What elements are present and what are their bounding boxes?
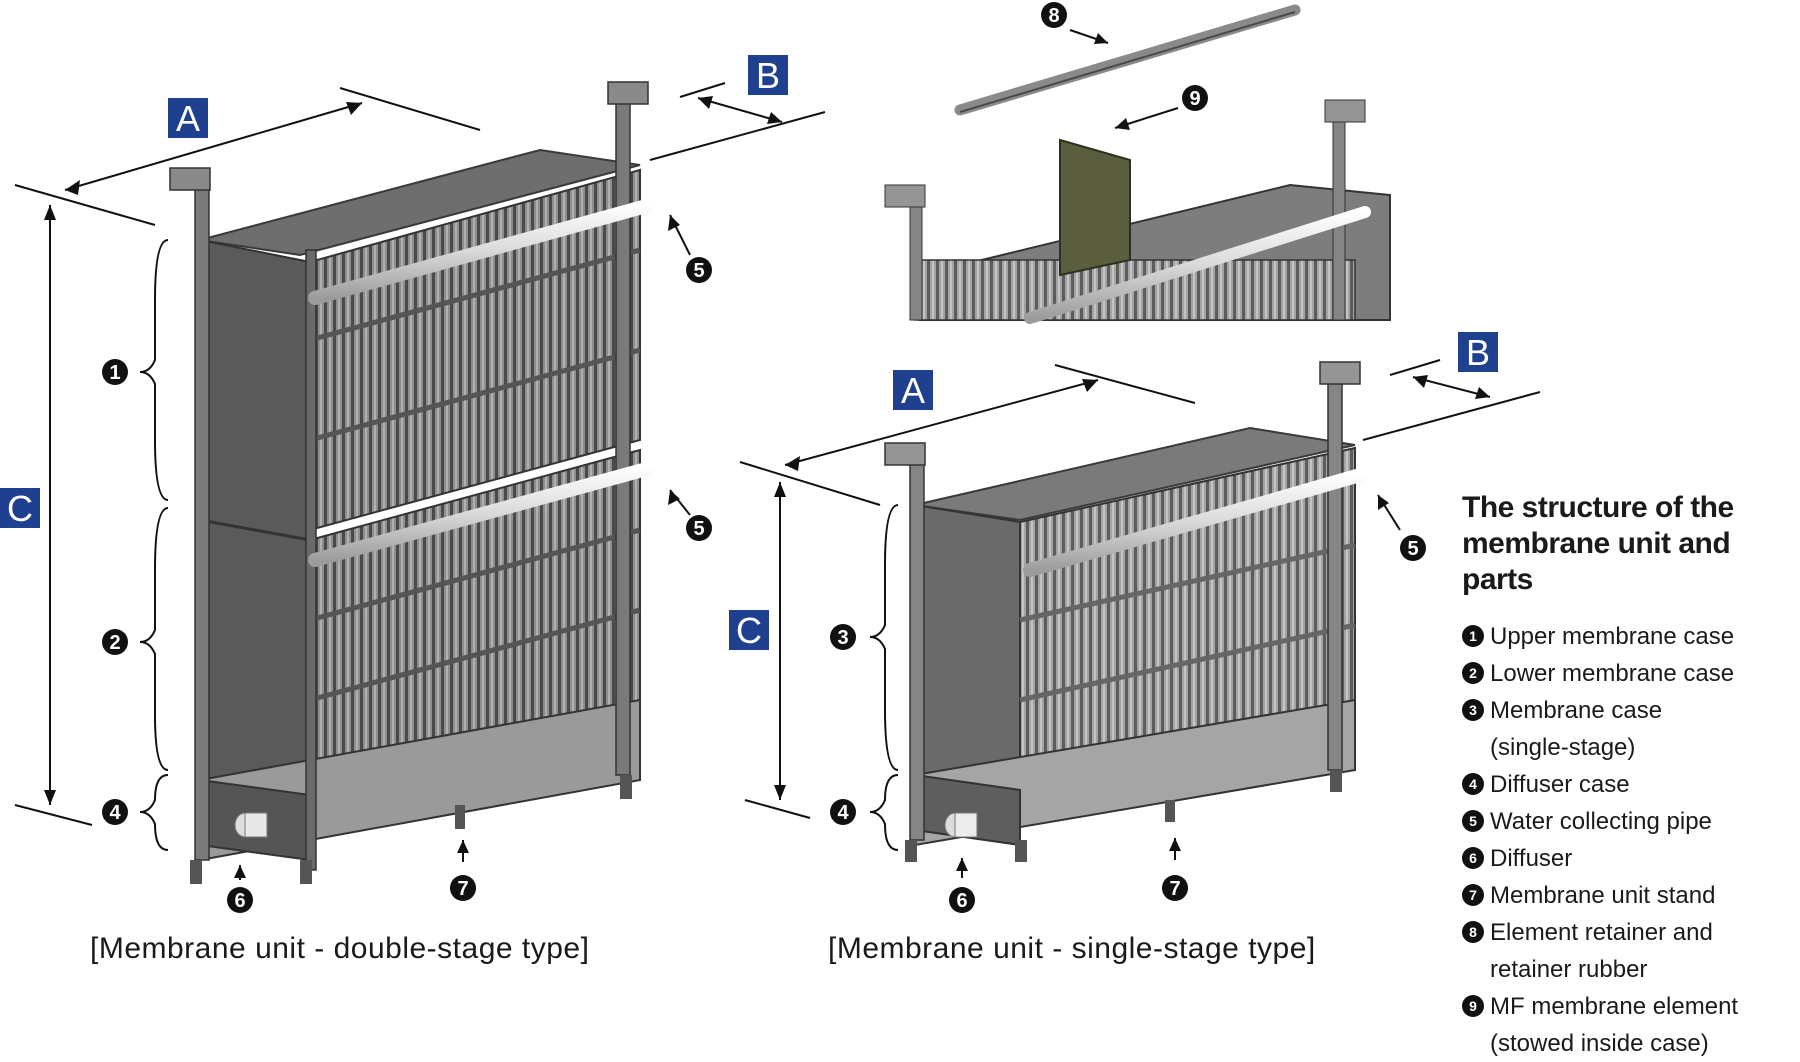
legend-item-label: Element retainer and retainer rubber — [1490, 919, 1713, 983]
callout-badge-6-double: 6 — [227, 887, 253, 913]
svg-text:C: C — [736, 610, 762, 651]
caption-single-stage: [Membrane unit - single-stage type] — [828, 932, 1316, 965]
legend-number-badge: 9 — [1462, 995, 1484, 1017]
callout-badge-4-single: 4 — [830, 799, 856, 825]
legend-item-label: Membrane unit stand — [1490, 882, 1716, 909]
legend-item: 3 Membrane case (single-stage) — [1462, 692, 1797, 766]
svg-text:5: 5 — [693, 518, 704, 540]
legend-item-label: Upper membrane case — [1490, 623, 1735, 650]
callout-badge-7-double: 7 — [450, 875, 476, 901]
legend-item: 9 MF membrane element (stowed inside case… — [1462, 988, 1797, 1062]
svg-text:6: 6 — [234, 890, 245, 912]
legend-item: 4 Diffuser case — [1462, 766, 1797, 803]
callout-badge-7-single: 7 — [1162, 875, 1188, 901]
legend-item: 1 Upper membrane case — [1462, 618, 1797, 655]
svg-text:C: C — [7, 488, 33, 529]
dimension-box-b-double: B — [748, 55, 788, 96]
legend-number-badge: 3 — [1462, 699, 1484, 721]
dimension-box-a-single: A — [893, 370, 933, 411]
callout-badge-4-double: 4 — [102, 799, 128, 825]
svg-text:5: 5 — [1407, 538, 1418, 560]
svg-text:B: B — [756, 55, 780, 96]
dimension-box-c-double: C — [0, 488, 40, 529]
svg-text:7: 7 — [1169, 878, 1180, 900]
callout-badge-5-upper: 5 — [686, 257, 712, 283]
svg-text:2: 2 — [109, 632, 120, 654]
svg-text:6: 6 — [956, 890, 967, 912]
legend-title-line-2: membrane unit and parts — [1462, 527, 1731, 596]
legend-item: 8 Element retainer and retainer rubber — [1462, 914, 1797, 988]
legend-item-label: Diffuser — [1490, 845, 1573, 872]
legend-item-label: MF membrane element (stowed inside case) — [1490, 993, 1739, 1057]
diagram-stage: A B C A B C 1 2 4 5 5 6 7 8 9 3 4 5 6 7 … — [0, 2, 1738, 1057]
exploded-detail — [884, 4, 1391, 324]
legend-item: 5 Water collecting pipe — [1462, 803, 1797, 840]
svg-text:A: A — [901, 370, 925, 411]
svg-text:A: A — [176, 98, 200, 139]
legend-number-badge: 1 — [1462, 625, 1484, 647]
callout-badge-1: 1 — [102, 359, 128, 385]
svg-text:4: 4 — [109, 802, 121, 824]
dimension-box-c-single: C — [729, 610, 769, 651]
legend-item-label: Diffuser case — [1490, 771, 1630, 798]
callout-badge-9: 9 — [1182, 85, 1208, 111]
legend-number-badge: 4 — [1462, 773, 1484, 795]
element-retainer-bar — [954, 4, 1301, 116]
legend-number-badge: 6 — [1462, 847, 1484, 869]
callout-badge-5-lower: 5 — [686, 515, 712, 541]
double-stage-unit — [169, 81, 657, 884]
dimension-box-b-single: B — [1458, 332, 1498, 373]
legend-item-label: Lower membrane case — [1490, 660, 1735, 687]
single-stage-unit — [884, 361, 1367, 862]
callout-badge-6-single: 6 — [949, 887, 975, 913]
svg-text:5: 5 — [693, 260, 704, 282]
legend-title-line-1: The structure of the — [1462, 491, 1734, 524]
unit-illustrations: A B C A B C 1 2 4 5 5 6 7 8 9 3 4 5 6 7 — [0, 2, 1541, 913]
svg-text:1: 1 — [109, 362, 120, 384]
legend-item-label: Membrane case (single-stage) — [1490, 697, 1663, 761]
svg-text:7: 7 — [457, 878, 468, 900]
legend-item: 7 Membrane unit stand — [1462, 877, 1797, 914]
caption-double-stage: [Membrane unit - double-stage type] — [90, 932, 590, 965]
svg-text:9: 9 — [1189, 88, 1200, 110]
legend-number-badge: 7 — [1462, 884, 1484, 906]
legend-item: 6 Diffuser — [1462, 840, 1797, 877]
legend-item: 2 Lower membrane case — [1462, 655, 1797, 692]
legend-number-badge: 5 — [1462, 810, 1484, 832]
legend-number-badge: 8 — [1462, 921, 1484, 943]
callout-badge-5-single: 5 — [1400, 535, 1426, 561]
svg-text:B: B — [1466, 332, 1490, 373]
callout-badge-3: 3 — [830, 624, 856, 650]
callout-badge-2: 2 — [102, 629, 128, 655]
dimension-box-a-double: A — [168, 98, 208, 139]
legend-number-badge: 2 — [1462, 662, 1484, 684]
parts-legend: The structure of the membrane unit and p… — [1462, 490, 1797, 1062]
svg-text:8: 8 — [1048, 5, 1059, 27]
callout-badge-8: 8 — [1041, 2, 1067, 28]
legend-item-label: Water collecting pipe — [1490, 808, 1712, 835]
legend-title: The structure of the membrane unit and p… — [1462, 490, 1797, 598]
mf-membrane-element-panel — [1059, 138, 1131, 277]
svg-text:3: 3 — [837, 627, 848, 649]
svg-text:4: 4 — [837, 802, 849, 824]
arrow-heads — [44, 33, 1490, 878]
